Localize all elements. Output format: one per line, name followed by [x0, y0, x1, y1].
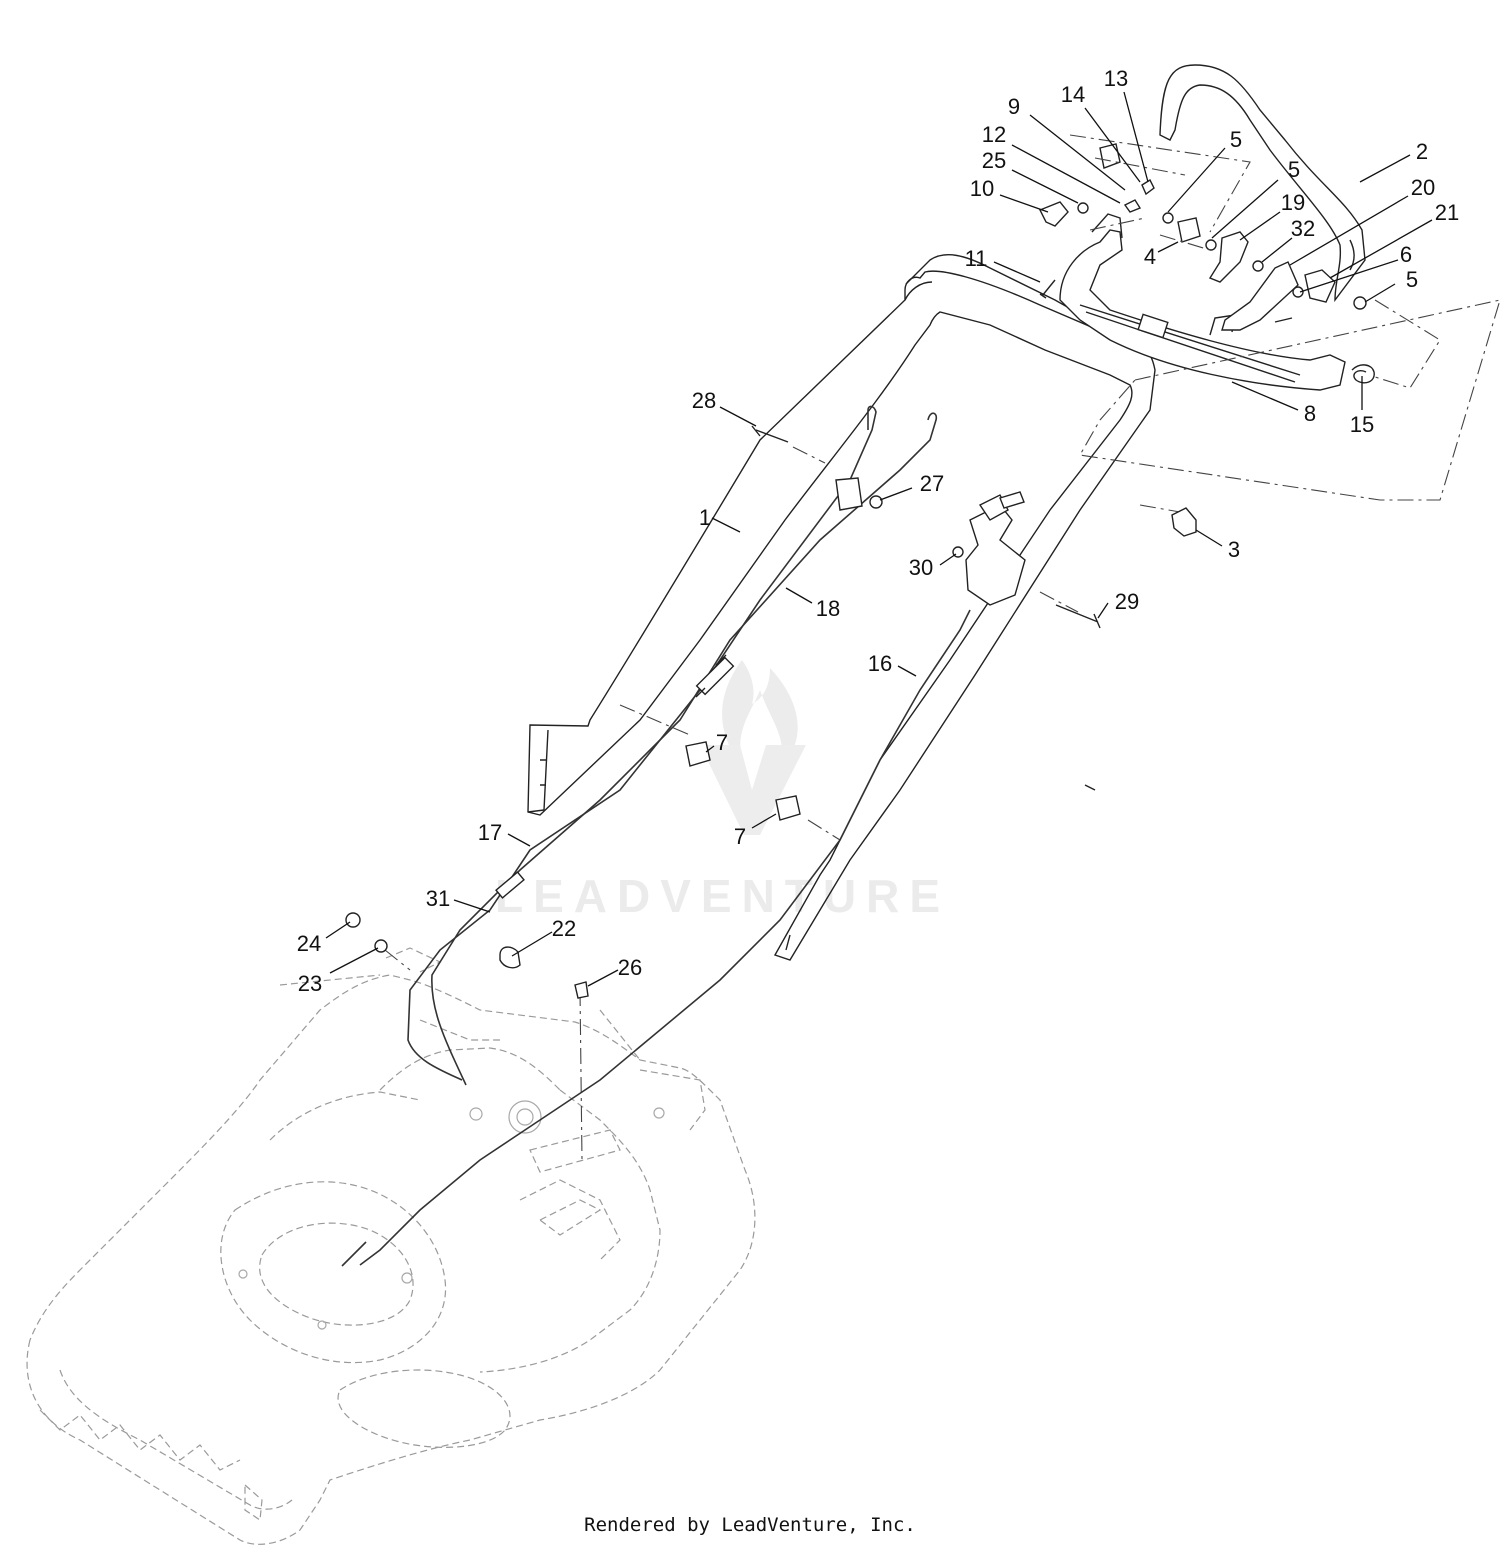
callout-12: 12 [982, 122, 1006, 147]
callout-28: 28 [692, 388, 716, 413]
callout-5-a: 5 [1230, 127, 1242, 152]
cable-17 [407, 405, 877, 1081]
footer-credit: Rendered by LeadVenture, Inc. [584, 1514, 916, 1536]
cable-18 [431, 412, 938, 1086]
callout-16: 16 [868, 651, 892, 676]
assembly-lines [384, 134, 1500, 1161]
callout-27: 27 [920, 471, 944, 496]
callout-18: 18 [816, 596, 840, 621]
callout-32: 32 [1291, 216, 1315, 241]
part-6-washer [1292, 286, 1304, 298]
part-20-arm [1221, 261, 1299, 331]
callout-21: 21 [1435, 200, 1459, 225]
part-27-clamp [835, 477, 863, 511]
callout-11: 11 [965, 246, 988, 271]
callout-10: 10 [970, 176, 994, 201]
part-12-clip [1123, 199, 1142, 213]
callout-7-a: 7 [716, 730, 728, 755]
part-19-lever [1208, 231, 1249, 283]
part-23-washer [374, 939, 388, 953]
cables [341, 405, 971, 1267]
callout-3: 3 [1228, 537, 1240, 562]
callout-5-c: 5 [1406, 267, 1418, 292]
leader-lines [325, 91, 1433, 987]
cable-adjuster [695, 656, 735, 696]
part-7-clip-a [685, 741, 711, 767]
part-4-block [1177, 217, 1201, 243]
part-5-washer-a [1162, 212, 1174, 224]
cable-16 [359, 609, 971, 1266]
callout-9: 9 [1008, 94, 1020, 119]
part-29-bolt [1055, 604, 1101, 629]
part-11-bolt [1039, 279, 1056, 299]
callout-26: 26 [618, 955, 642, 980]
bail-hardware [1039, 143, 1375, 384]
part-15-spring [1351, 364, 1375, 384]
callout-7-b: 7 [734, 824, 746, 849]
part-22-clip [499, 946, 521, 969]
part-28-bolt [751, 425, 789, 443]
upper-handle [1159, 64, 1366, 303]
callout-2: 2 [1416, 139, 1428, 164]
callout-19: 19 [1281, 190, 1305, 215]
callout-23: 23 [298, 971, 322, 996]
part-25-washer [1077, 202, 1089, 214]
part-14-spring [1141, 178, 1155, 196]
callout-labels: 13 14 9 12 25 10 5 5 2 20 21 19 32 4 6 5… [297, 66, 1459, 996]
callout-24: 24 [297, 931, 321, 956]
callout-1: 1 [699, 505, 711, 530]
callout-20: 20 [1411, 175, 1435, 200]
mower-deck [26, 947, 756, 1545]
part-24-nut [345, 912, 361, 928]
callout-14: 14 [1061, 82, 1085, 107]
part-bolt-rear [1274, 317, 1293, 323]
control-bail [1059, 213, 1346, 391]
misc-parts [345, 425, 1197, 999]
callout-22: 22 [552, 916, 576, 941]
callout-8: 8 [1304, 401, 1316, 426]
part-7-clip-b [775, 795, 801, 821]
callout-25: 25 [982, 148, 1006, 173]
part-throttle-control [965, 504, 1026, 606]
watermark: LEADVENTURE [495, 660, 950, 922]
part-9-block [1099, 143, 1121, 169]
watermark-text: LEADVENTURE [495, 870, 950, 922]
callout-5-b: 5 [1288, 157, 1300, 182]
callout-30: 30 [909, 555, 933, 580]
callout-13: 13 [1104, 66, 1128, 91]
part-10-bracket [1039, 201, 1069, 227]
callout-4: 4 [1144, 244, 1156, 269]
callout-31: 31 [426, 886, 450, 911]
callout-29: 29 [1115, 589, 1139, 614]
part-26-clip [574, 981, 589, 999]
part-27-nut [869, 495, 883, 509]
watermark-v-icon [700, 745, 806, 835]
callout-15: 15 [1350, 412, 1374, 437]
part-32-nut [1252, 260, 1264, 272]
watermark-flame-icon [722, 660, 798, 770]
part-5-washer-c [1353, 296, 1367, 310]
callout-17: 17 [478, 820, 502, 845]
part-3-knob [1171, 507, 1197, 537]
callout-6: 6 [1400, 242, 1412, 267]
part-5-washer-b [1205, 239, 1217, 251]
